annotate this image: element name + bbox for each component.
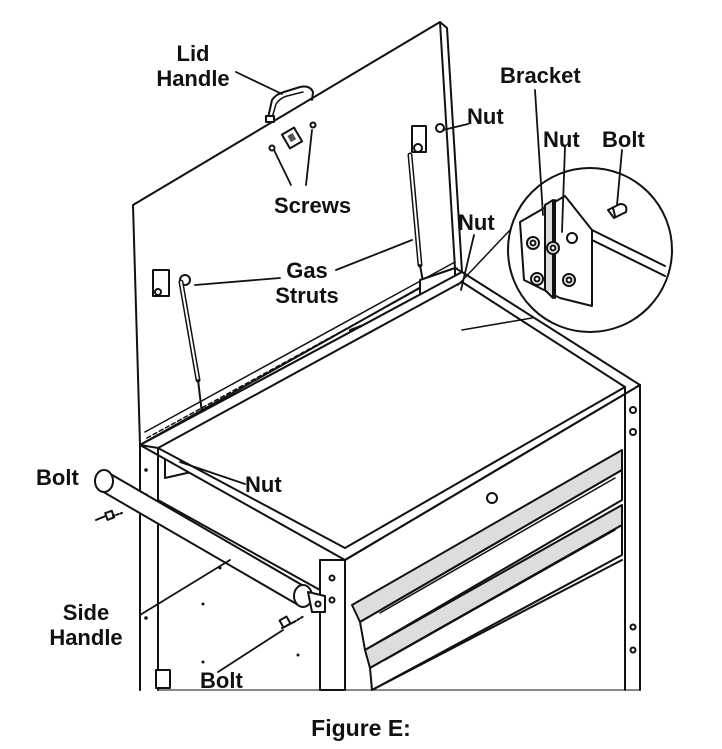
label-bracket: Bracket — [500, 63, 581, 88]
label-nut-right: Nut — [458, 210, 495, 235]
label-nut-left: Nut — [245, 472, 282, 497]
label-nut-inset: Nut — [543, 127, 580, 152]
bracket-detail-inset — [457, 167, 673, 333]
bolt-bottom — [278, 615, 305, 629]
label-handle-2: Handle — [49, 625, 123, 650]
leader-lines — [139, 71, 623, 673]
cabinet — [139, 271, 641, 691]
label-bolt-inset: Bolt — [602, 127, 645, 152]
label-handle: Handle — [156, 66, 230, 91]
label-side: Side — [62, 600, 110, 625]
screw-2 — [309, 121, 317, 129]
label-side-handle: Side Handle — [40, 600, 132, 650]
label-bolt-bottom: Bolt — [200, 668, 243, 693]
label-struts: Struts — [275, 283, 339, 308]
label-screws: Screws — [274, 193, 352, 218]
label-lid: Lid — [176, 41, 210, 66]
label-nut-top: Nut — [467, 104, 504, 129]
label-bolt-left: Bolt — [36, 465, 79, 490]
label-gas-struts: Gas Struts — [267, 258, 347, 308]
bolt-left — [95, 509, 123, 521]
label-lid-handle: Lid Handle — [148, 41, 238, 91]
side-handle — [94, 469, 326, 613]
label-gas: Gas — [286, 258, 328, 283]
screw-1 — [268, 144, 276, 152]
lid-handle — [265, 85, 314, 123]
figure-caption: Figure E: — [311, 715, 411, 741]
